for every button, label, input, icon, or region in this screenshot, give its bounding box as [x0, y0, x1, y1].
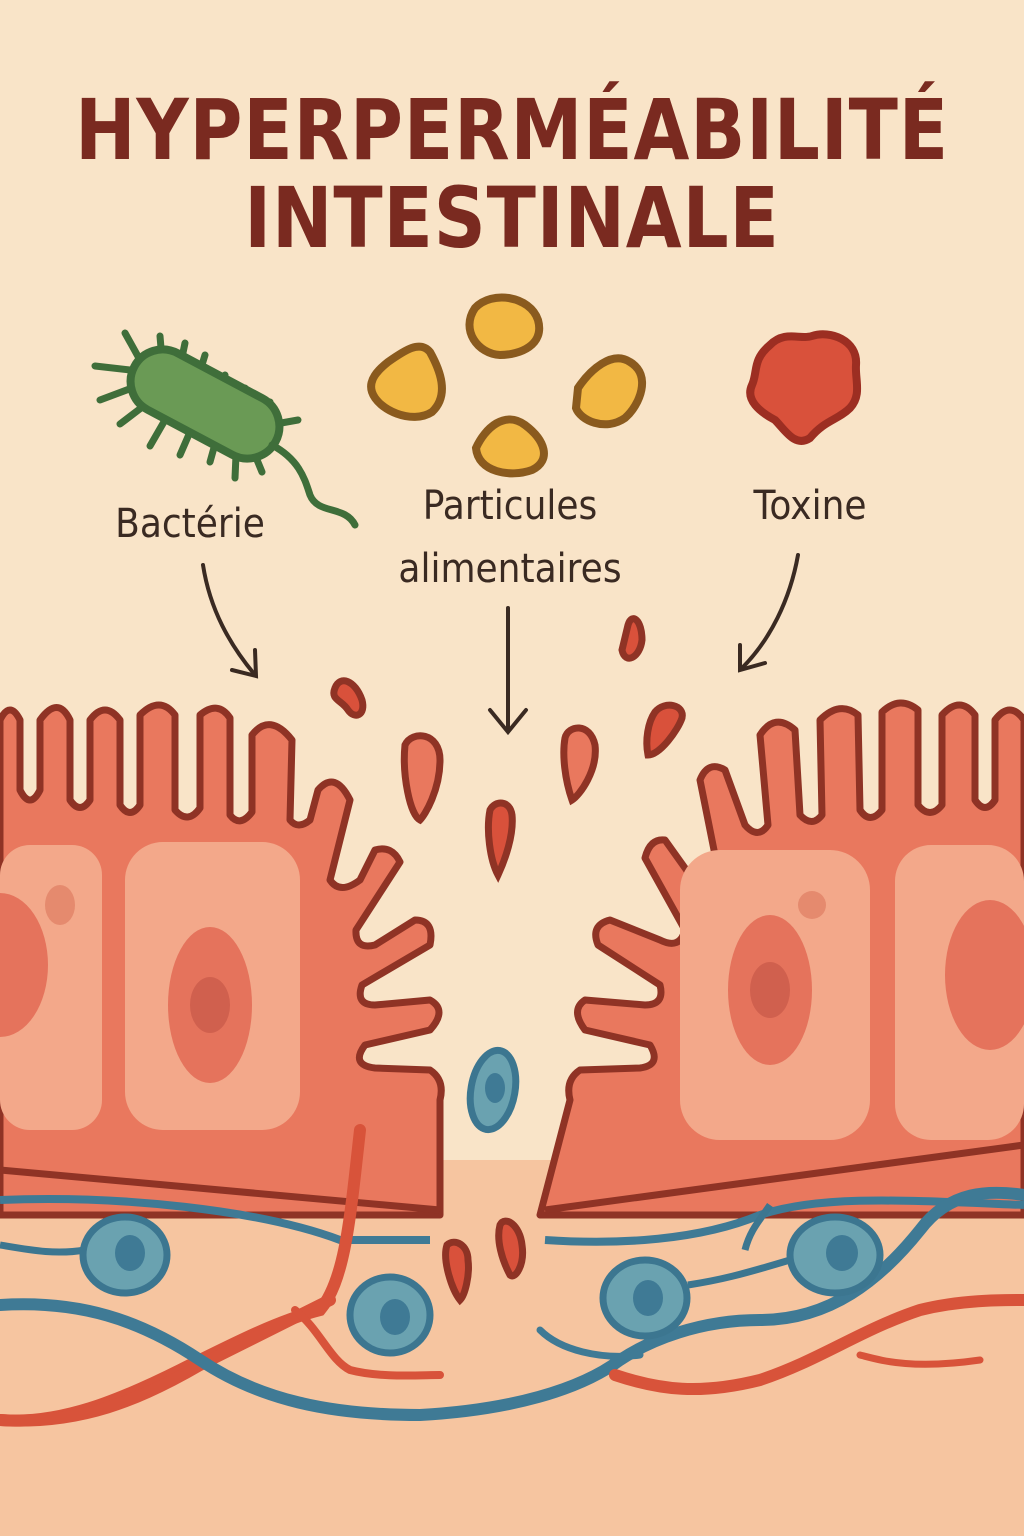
- epithelium-left: [0, 701, 445, 1219]
- toxin-icon: [746, 330, 862, 445]
- bacteria-icon: [91, 329, 359, 529]
- label-food-particles-line1: Particules: [422, 483, 598, 529]
- label-food-particles-line2: alimentaires: [398, 546, 622, 592]
- toxin-arrow-icon: [740, 553, 800, 670]
- title-line-1: HYPERPERMÉABILITÉ: [75, 81, 949, 179]
- title-line-2: INTESTINALE: [244, 169, 780, 267]
- label-toxin: Toxine: [753, 483, 867, 529]
- food-particles-icon: [367, 293, 646, 478]
- arrows: [201, 553, 800, 736]
- leaked-fragments: [330, 615, 686, 1306]
- label-bacteria: Bactérie: [115, 501, 265, 547]
- epithelium-right: [536, 699, 1024, 1219]
- blood-vessels: [0, 1124, 1024, 1427]
- nucleus: [0, 893, 48, 1037]
- bacteria-arrow-icon: [201, 563, 257, 677]
- nucleus: [945, 900, 1024, 1050]
- immune-cells: [0, 1046, 884, 1357]
- vein: [0, 1186, 1024, 1422]
